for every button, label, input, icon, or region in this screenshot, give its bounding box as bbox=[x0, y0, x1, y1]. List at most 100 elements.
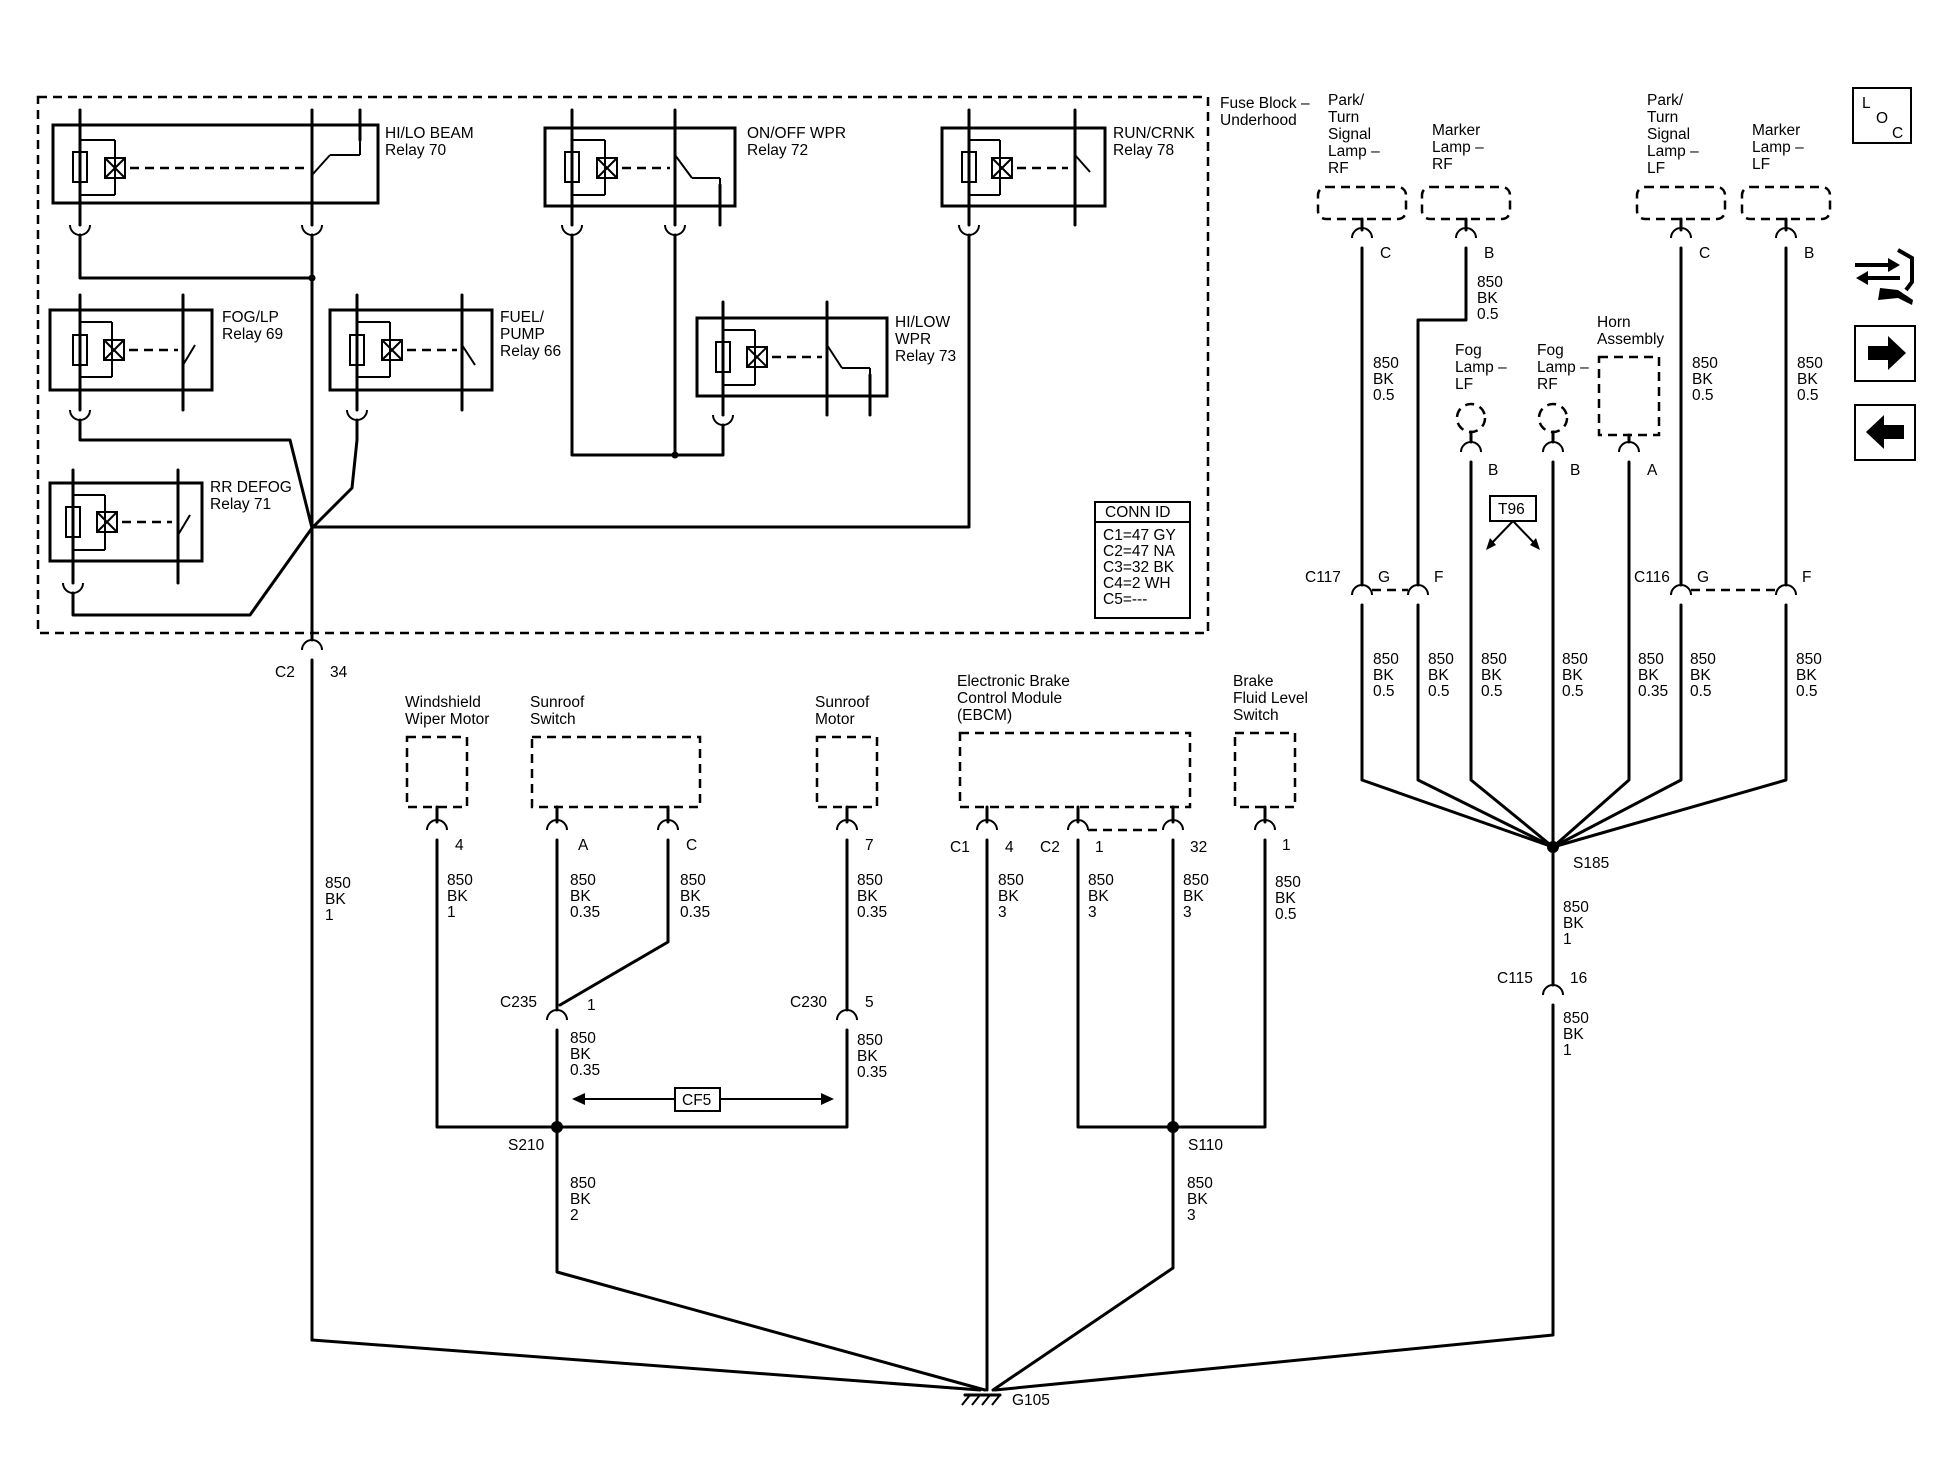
pin-label: 5 bbox=[865, 994, 874, 1011]
svg-text:850: 850 bbox=[447, 872, 473, 889]
svg-text:CF5: CF5 bbox=[682, 1092, 711, 1109]
svg-text:Wiper Motor: Wiper Motor bbox=[405, 711, 489, 728]
harness-connector-icon[interactable] bbox=[1855, 248, 1914, 305]
svg-text:BK: BK bbox=[570, 888, 591, 905]
svg-text:L: L bbox=[1862, 95, 1871, 112]
svg-text:RF: RF bbox=[1537, 376, 1558, 393]
pin-label: 1 bbox=[1095, 839, 1104, 856]
svg-text:BK: BK bbox=[1187, 1191, 1208, 1208]
svg-text:850: 850 bbox=[857, 1032, 883, 1049]
conn-id-line: C2=47 NA bbox=[1103, 543, 1176, 560]
relay-label: FUEL/ bbox=[500, 309, 545, 326]
relay-label: ON/OFF WPR bbox=[747, 125, 846, 142]
svg-text:Control Module: Control Module bbox=[957, 690, 1062, 707]
relay-label: Relay 72 bbox=[747, 142, 808, 159]
relay-fog-lp: FOG/LP Relay 69 bbox=[48, 293, 283, 412]
relay-label: Relay 71 bbox=[210, 496, 271, 513]
svg-text:3: 3 bbox=[1183, 904, 1192, 921]
connector-c115: C115 16 bbox=[1497, 970, 1587, 996]
svg-text:BK: BK bbox=[1275, 890, 1296, 907]
connector-label: C2 bbox=[1040, 839, 1060, 856]
svg-text:0.5: 0.5 bbox=[1692, 387, 1714, 404]
svg-text:BK: BK bbox=[1692, 371, 1713, 388]
svg-text:BK: BK bbox=[1373, 667, 1394, 684]
svg-text:Park/: Park/ bbox=[1328, 92, 1365, 109]
pin-label: 4 bbox=[455, 837, 464, 854]
pin-label: G bbox=[1697, 569, 1709, 586]
svg-text:0.35: 0.35 bbox=[1638, 683, 1668, 700]
svg-text:C115: C115 bbox=[1497, 970, 1533, 987]
svg-text:850: 850 bbox=[1183, 872, 1209, 889]
svg-text:BK: BK bbox=[1477, 290, 1498, 307]
svg-text:0.5: 0.5 bbox=[1428, 683, 1450, 700]
svg-text:850: 850 bbox=[1563, 1010, 1589, 1027]
conn-id-title: CONN ID bbox=[1105, 504, 1170, 521]
svg-text:C: C bbox=[1892, 125, 1903, 142]
svg-text:BK: BK bbox=[1562, 667, 1583, 684]
connector-c116: C116 G F bbox=[1634, 569, 1811, 596]
svg-text:0.5: 0.5 bbox=[1373, 387, 1395, 404]
svg-text:850: 850 bbox=[998, 872, 1024, 889]
relay-label: Relay 78 bbox=[1113, 142, 1174, 159]
svg-text:BK: BK bbox=[857, 1048, 878, 1065]
svg-text:1: 1 bbox=[447, 904, 456, 921]
svg-text:Brake: Brake bbox=[1233, 673, 1274, 690]
svg-text:BK: BK bbox=[447, 888, 468, 905]
fuse-block-underhood: Fuse Block – Underhood HI/LO BEAM Relay … bbox=[36, 95, 1310, 642]
conn-id-line: C4=2 WH bbox=[1103, 575, 1171, 592]
relay-rr-defog: RR DEFOG Relay 71 bbox=[48, 468, 292, 585]
pin-label: A bbox=[578, 837, 589, 854]
loc-icon[interactable]: L O C bbox=[1852, 87, 1912, 144]
svg-text:Motor: Motor bbox=[815, 711, 855, 728]
svg-text:BK: BK bbox=[1428, 667, 1449, 684]
previous-page-arrow-icon[interactable] bbox=[1854, 404, 1916, 461]
svg-text:S210: S210 bbox=[508, 1137, 545, 1154]
next-page-arrow-icon[interactable] bbox=[1854, 325, 1916, 382]
pin-label: A bbox=[1647, 462, 1658, 479]
svg-text:BK: BK bbox=[1690, 667, 1711, 684]
svg-text:850: 850 bbox=[570, 872, 596, 889]
svg-text:3: 3 bbox=[998, 904, 1007, 921]
svg-text:0.5: 0.5 bbox=[1797, 387, 1819, 404]
svg-text:C117: C117 bbox=[1305, 569, 1341, 586]
svg-text:2: 2 bbox=[570, 1207, 579, 1224]
svg-text:850: 850 bbox=[1796, 651, 1822, 668]
svg-text:BK: BK bbox=[1373, 371, 1394, 388]
svg-text:LF: LF bbox=[1455, 376, 1473, 393]
svg-text:Switch: Switch bbox=[1233, 707, 1279, 724]
svg-text:0.35: 0.35 bbox=[680, 904, 710, 921]
svg-text:O: O bbox=[1876, 110, 1888, 127]
svg-text:Signal: Signal bbox=[1647, 126, 1690, 143]
svg-text:C230: C230 bbox=[790, 994, 827, 1011]
svg-text:BK: BK bbox=[325, 891, 346, 908]
svg-text:BK: BK bbox=[1563, 915, 1584, 932]
svg-text:BK: BK bbox=[570, 1191, 591, 1208]
svg-text:G105: G105 bbox=[1012, 1392, 1050, 1409]
svg-text:Marker: Marker bbox=[1752, 122, 1800, 139]
splice-s210: S210 bbox=[508, 1121, 563, 1154]
pin-label: 4 bbox=[1005, 839, 1014, 856]
fuse-block-label: Underhood bbox=[1220, 112, 1297, 129]
connector-label: C1 bbox=[950, 839, 970, 856]
conn-id-line: C3=32 BK bbox=[1103, 559, 1175, 576]
svg-text:T96: T96 bbox=[1498, 501, 1525, 518]
relay-label: FOG/LP bbox=[222, 309, 279, 326]
svg-text:850: 850 bbox=[1692, 355, 1718, 372]
relay-fuel-pump: FUEL/ PUMP Relay 66 bbox=[328, 293, 561, 412]
relay-label: WPR bbox=[895, 331, 931, 348]
relay-label: Relay 70 bbox=[385, 142, 447, 159]
